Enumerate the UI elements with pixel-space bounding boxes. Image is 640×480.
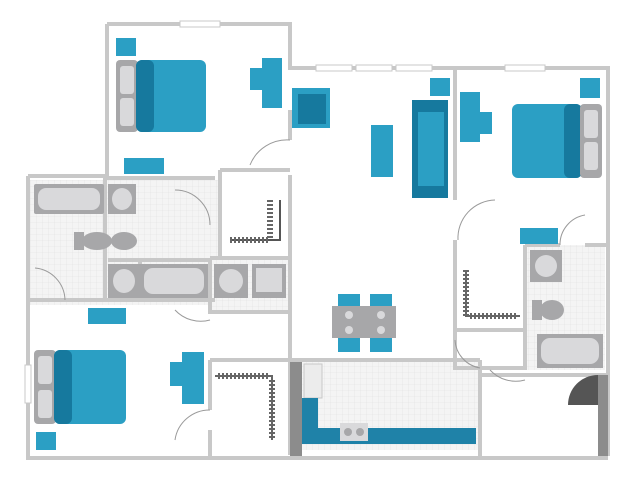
coffee-table (371, 125, 393, 177)
pillow (120, 66, 134, 94)
toilet-tank (74, 232, 84, 250)
desk-chair (250, 68, 264, 90)
closet-1 (230, 200, 281, 243)
bedroom-2 (460, 78, 602, 244)
bathtub-inner (144, 268, 204, 294)
window (24, 364, 32, 404)
window (315, 64, 353, 72)
sink-basin (112, 188, 132, 210)
desk (182, 352, 204, 404)
bed-fold (564, 104, 582, 178)
bed-fold (54, 350, 72, 424)
stove (340, 423, 368, 441)
entry-door (568, 375, 598, 405)
bathroom-1 (34, 184, 208, 298)
pillow (584, 110, 598, 138)
bedroom-1 (116, 38, 282, 174)
door-arc (559, 214, 586, 246)
place-setting (345, 326, 353, 334)
bedroom-3 (34, 308, 204, 450)
dining-chair (338, 294, 360, 308)
sink-basin (113, 269, 135, 293)
pillow (584, 142, 598, 170)
dresser (124, 158, 164, 174)
nightstand (36, 432, 56, 450)
dryer-top (256, 268, 282, 292)
desk (460, 92, 480, 142)
entry-wall (598, 375, 608, 456)
closet-rod (465, 270, 520, 317)
dining-area (332, 294, 396, 352)
bathtub-inner (38, 188, 100, 210)
closet-rod (215, 375, 273, 440)
door-arc (454, 339, 481, 369)
toilet-tank (532, 300, 542, 320)
kitchen-wall-thick (290, 362, 302, 456)
dresser (520, 228, 558, 244)
desk-chair (170, 362, 184, 386)
place-setting (377, 326, 385, 334)
pillow (38, 390, 52, 418)
door-arc (174, 409, 211, 441)
desk (262, 58, 282, 108)
dining-table (332, 306, 396, 338)
toilet (540, 300, 564, 320)
dresser (88, 308, 126, 324)
door-arc (34, 267, 66, 301)
windows (24, 20, 546, 404)
window (395, 64, 433, 72)
washer-drum (219, 269, 243, 293)
living-room (292, 78, 450, 198)
bathroom-2 (530, 250, 603, 368)
laundry (214, 264, 286, 298)
sofa-cushion (418, 112, 444, 186)
place-setting (345, 311, 353, 319)
dining-chair (370, 336, 392, 352)
nightstand (580, 78, 600, 98)
sink-basin (111, 232, 137, 250)
dining-chair (370, 294, 392, 308)
door-arc (457, 199, 496, 241)
door-arc (249, 139, 291, 166)
toilet (82, 232, 112, 250)
door-arc (174, 309, 211, 322)
refrigerator (303, 363, 323, 399)
side-table (430, 78, 450, 96)
window (179, 20, 221, 28)
window (504, 64, 546, 72)
nightstand (116, 38, 136, 56)
desk-chair (478, 112, 492, 134)
dining-chair (338, 336, 360, 352)
doors (34, 139, 586, 441)
sink-basin (535, 255, 557, 277)
door-arc (174, 189, 211, 226)
pillow (38, 356, 52, 384)
pillow (120, 98, 134, 126)
window (355, 64, 393, 72)
bed-fold (136, 60, 154, 132)
burner (344, 428, 352, 436)
burner (356, 428, 364, 436)
bathtub-inner (541, 338, 599, 364)
kitchen (302, 363, 476, 444)
place-setting (377, 311, 385, 319)
closet-2 (463, 270, 520, 319)
closet-3 (215, 373, 275, 440)
armchair-seat (298, 94, 326, 124)
door-arc (489, 369, 526, 382)
